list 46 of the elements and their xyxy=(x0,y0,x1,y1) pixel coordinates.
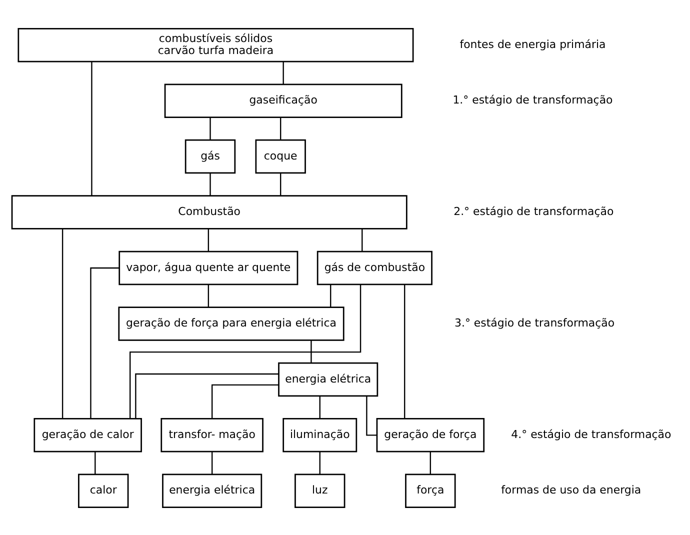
node-box: combustíveis sólidos carvão turfa madeira xyxy=(18,27,414,62)
node-box: força xyxy=(405,473,456,508)
connector xyxy=(94,451,96,474)
connector xyxy=(280,117,282,140)
connector xyxy=(319,396,320,418)
connector xyxy=(210,117,211,140)
connector xyxy=(208,228,210,251)
node-box: energia elétrica xyxy=(162,473,262,508)
label: 1.° estágio de transformação xyxy=(452,93,613,106)
connector xyxy=(280,172,282,196)
node-box: gás xyxy=(184,138,236,174)
node-box: iluminação xyxy=(282,418,358,452)
label: 2.° estágio de transformação xyxy=(454,204,614,218)
connector xyxy=(135,372,279,418)
node-box: geração de força xyxy=(376,418,485,452)
connector xyxy=(211,451,213,474)
connector xyxy=(330,284,332,307)
connector xyxy=(404,284,406,418)
node-box: luz xyxy=(294,473,346,508)
node-box: vapor, água quente ar quente xyxy=(118,250,298,285)
connector xyxy=(362,228,363,251)
node-box: coque xyxy=(255,138,306,174)
connector xyxy=(90,266,120,418)
node-box: gaseificação xyxy=(164,83,402,118)
connector xyxy=(282,61,284,84)
node-box: calor xyxy=(78,473,129,508)
node-box: geração de força para energia elétrica xyxy=(118,306,344,340)
connector xyxy=(310,340,312,362)
label: 4.° estágio de transformação xyxy=(511,428,672,441)
node-box: gás de combustão xyxy=(316,250,432,285)
connector xyxy=(366,396,377,436)
connector xyxy=(208,284,210,307)
node-box: transfor- mação xyxy=(160,418,264,452)
node-box: Combustão xyxy=(11,194,408,229)
connector xyxy=(211,384,279,418)
connector xyxy=(91,61,92,196)
node-box: energia elétrica xyxy=(278,362,378,396)
label: 3.° estágio de transformação xyxy=(454,316,615,330)
connector xyxy=(319,451,320,474)
label: fontes de energia primária xyxy=(460,37,606,50)
connector xyxy=(130,284,362,418)
connector xyxy=(62,228,64,418)
node-box: geração de calor xyxy=(34,418,142,452)
label: formas de uso da energia xyxy=(501,483,642,496)
connector xyxy=(430,451,432,474)
connector xyxy=(210,172,211,196)
